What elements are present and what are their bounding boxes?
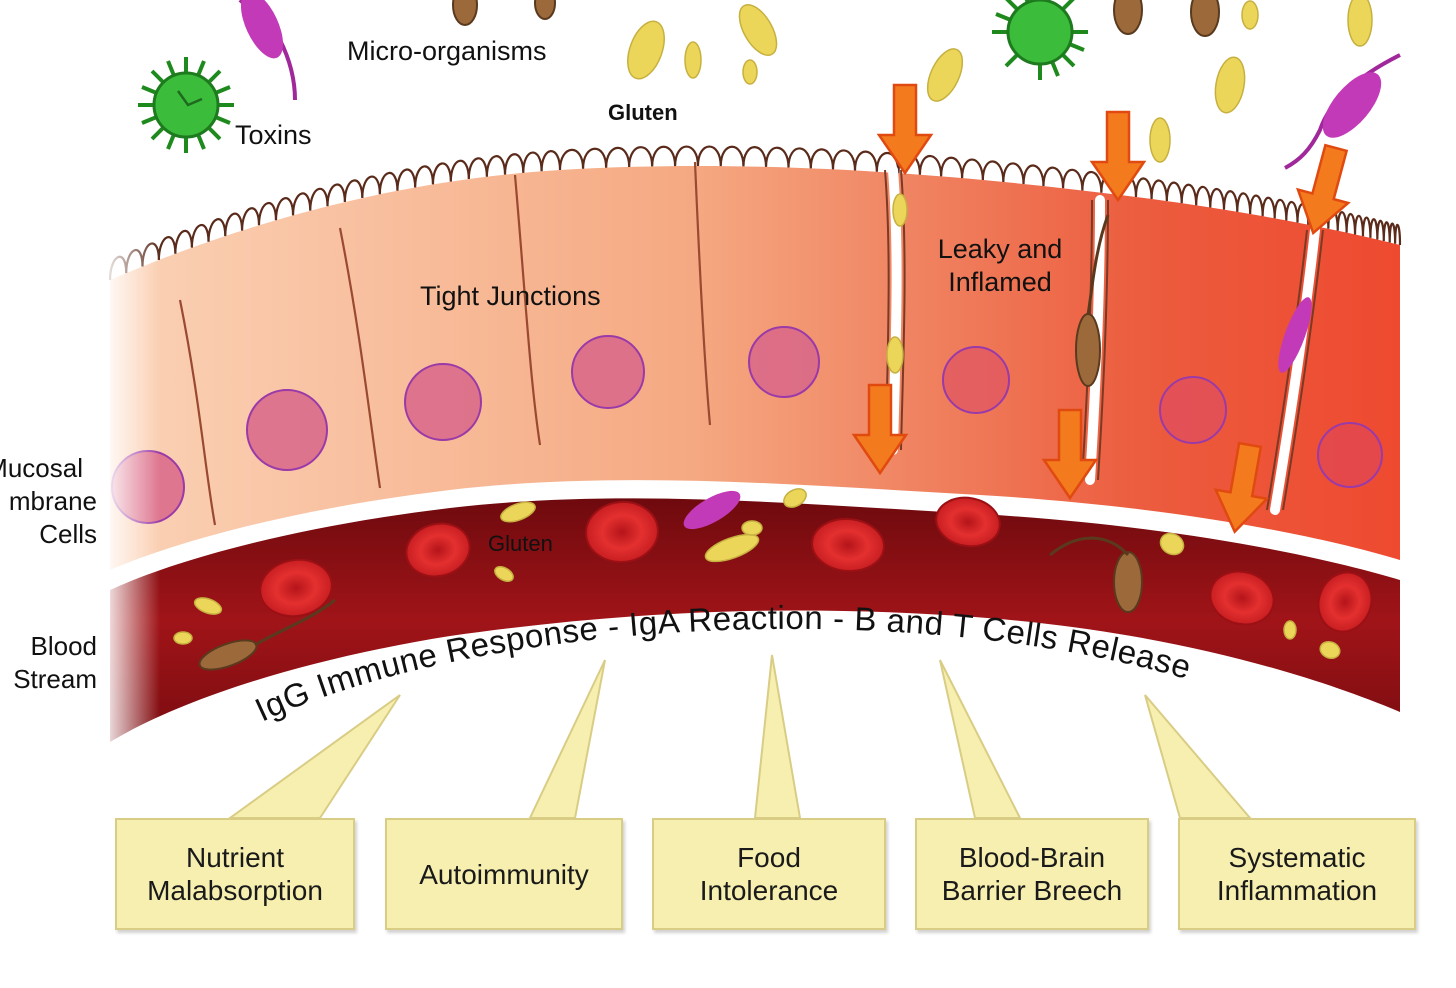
gluten-particle (1319, 640, 1341, 660)
arrow-icon (876, 83, 934, 176)
label-mucosal-line1: Mucosal (0, 453, 83, 483)
gluten-particles (173, 488, 1341, 660)
arrow-icon (1295, 143, 1351, 236)
outcome-label: Autoimmunity (419, 858, 589, 890)
gluten-particles-outside (627, 0, 1373, 374)
gluten-particle (500, 501, 536, 523)
gluten-particle (1159, 532, 1185, 556)
label-toxins: Toxins (235, 120, 312, 150)
outcome-label: Barrier Breech (941, 875, 1123, 906)
gluten-particle (783, 488, 807, 508)
label-gluten-top: Gluten (608, 100, 678, 125)
outcome-label: Inflammation (1216, 875, 1378, 906)
red-blood-cell (811, 517, 885, 573)
outcome-label: Intolerance (699, 875, 839, 906)
label-leaky-line1: Leaky and (938, 234, 1063, 264)
red-blood-cell (1209, 570, 1275, 626)
red-blood-cell (259, 558, 333, 618)
gluten-particle (193, 597, 223, 615)
gluten-particle (173, 631, 193, 645)
label-blood-stream: Blood Stream (0, 630, 97, 696)
outcome-label: Systematic (1228, 842, 1366, 873)
outcome-box-autoimmunity: Autoimmunity (385, 818, 623, 930)
label-tight-junctions: Tight Junctions (420, 281, 601, 311)
label-mucosal-membrane-cells: Mucosal mbrane Cells (0, 452, 97, 551)
label-mucosal-line3: Cells (39, 519, 97, 549)
gluten-particle (494, 566, 514, 582)
label-blood-line2: Stream (13, 664, 97, 694)
outcome-label: Nutrient (185, 842, 285, 873)
arrow-icon (1213, 441, 1270, 534)
leak-arrows (851, 83, 1351, 534)
callout-pointers (226, 654, 1253, 819)
gluten-particle (741, 520, 763, 536)
arrow-icon (1041, 408, 1099, 501)
label-leaky-line2: Inflamed (948, 267, 1052, 297)
virus-icon (138, 57, 234, 153)
outcome-label: Blood-Brain (958, 842, 1106, 873)
arrow-icon (1089, 110, 1147, 203)
red-blood-cells (259, 496, 1373, 633)
label-mucosal-line2: mbrane (8, 486, 97, 516)
red-blood-cell (1317, 571, 1373, 633)
label-gluten-blood: Gluten (488, 531, 553, 556)
worm-icon (198, 0, 1220, 671)
red-blood-cell (935, 496, 1001, 548)
label-blood-line1: Blood (30, 631, 98, 661)
red-blood-cell (585, 500, 659, 564)
arrow-icon (851, 383, 909, 476)
outcome-label: Malabsorption (147, 875, 323, 906)
gluten-particle (704, 533, 760, 563)
outcome-label: Food (737, 842, 801, 873)
virus-icon (992, 0, 1088, 80)
gluten-particle (1283, 620, 1297, 640)
parasite-icon (238, 0, 1401, 530)
label-micro-organisms: Micro-organisms (347, 36, 547, 66)
red-blood-cell (405, 522, 471, 578)
